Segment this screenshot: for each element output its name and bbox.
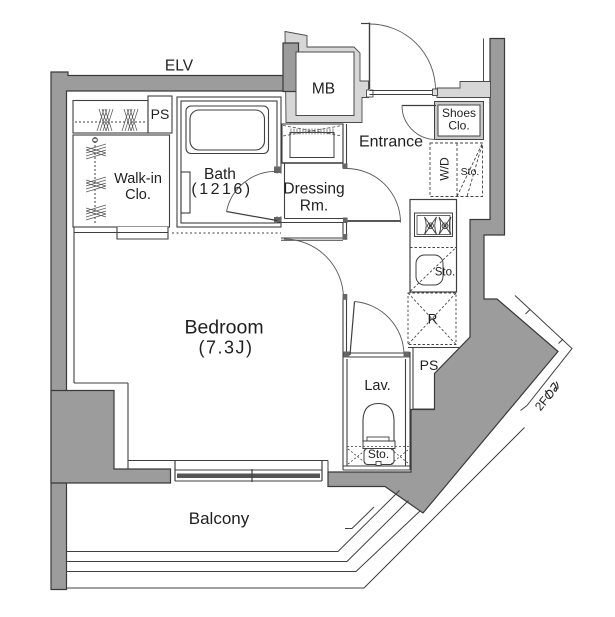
svg-text:MB: MB <box>312 81 335 98</box>
svg-text:Balcony: Balcony <box>189 509 250 528</box>
svg-text:Entrance: Entrance <box>359 134 423 151</box>
svg-text:W/D: W/D <box>438 157 452 181</box>
svg-text:Sto.: Sto. <box>435 267 455 279</box>
svg-text:Sto.: Sto. <box>461 166 480 178</box>
svg-text:PS: PS <box>420 357 439 373</box>
svg-text:Rm.: Rm. <box>300 198 328 215</box>
svg-text:Lav.: Lav. <box>364 378 390 394</box>
svg-text:2F: 2F <box>532 394 552 414</box>
svg-text:Clo.: Clo. <box>125 187 151 203</box>
svg-text:(1216): (1216) <box>191 181 252 198</box>
svg-text:ELV: ELV <box>165 58 194 75</box>
svg-text:Bath: Bath <box>204 166 236 183</box>
svg-text:Dressing: Dressing <box>283 181 344 198</box>
svg-text:Bedroom: Bedroom <box>184 317 263 339</box>
svg-text:Shoes: Shoes <box>442 106 476 120</box>
svg-text:Walk-in: Walk-in <box>114 171 162 187</box>
svg-text:R: R <box>428 312 438 327</box>
svg-text:(7.3J): (7.3J) <box>198 338 253 358</box>
svg-text:PS: PS <box>151 106 170 122</box>
svg-text:Clo.: Clo. <box>448 119 469 133</box>
svg-text:Sto.: Sto. <box>368 447 389 461</box>
